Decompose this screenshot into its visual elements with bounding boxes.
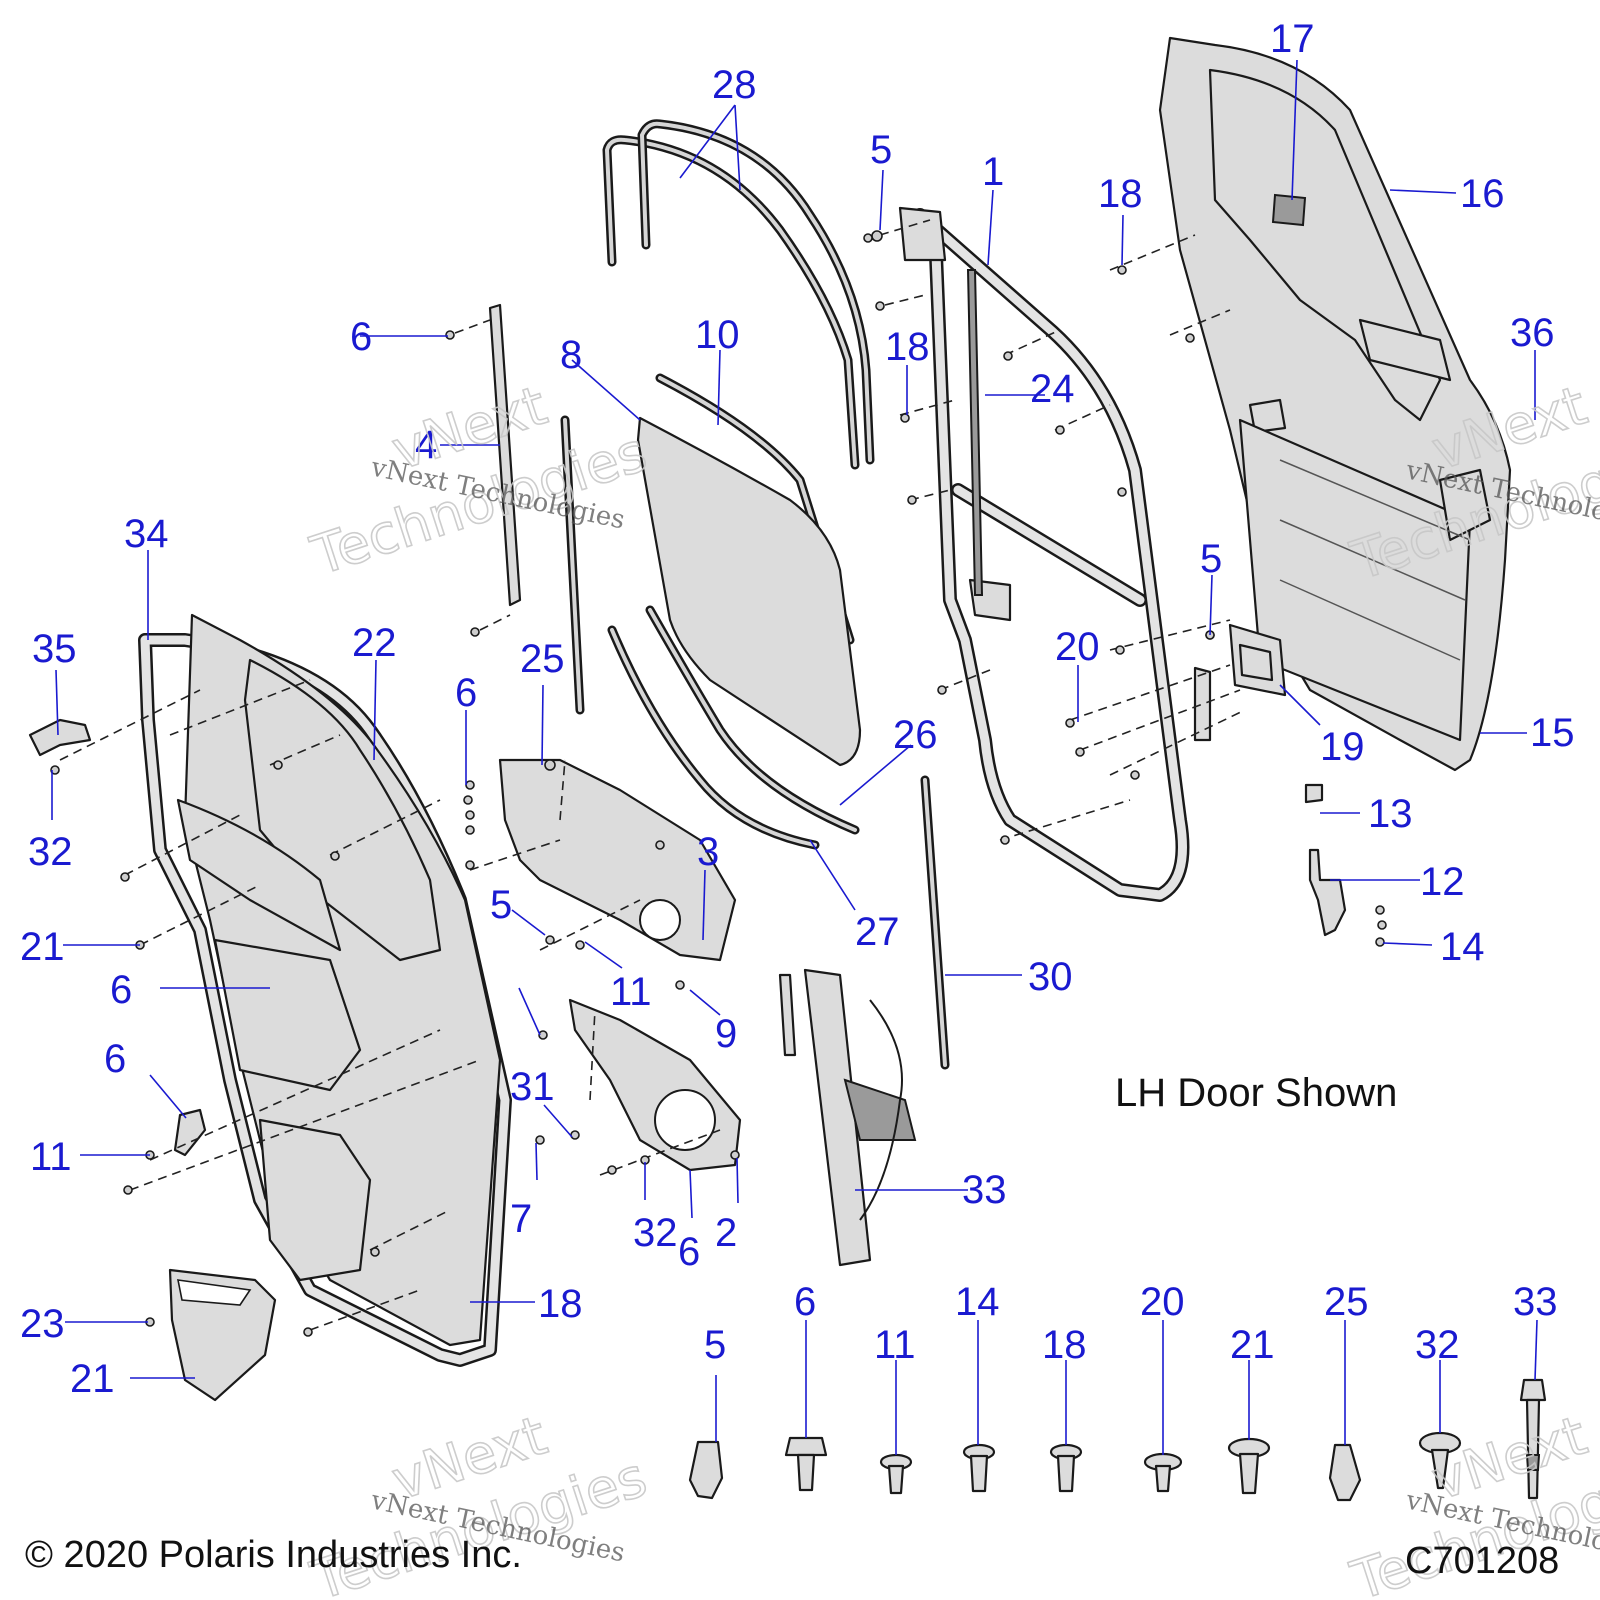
callout-6: 6 (350, 315, 372, 359)
rear-seal-strip (920, 775, 950, 1070)
legend-label-18: 18 (1042, 1323, 1087, 1367)
callout-4: 4 (415, 423, 437, 467)
scattered-fasteners (50, 230, 1215, 1337)
callout-10: 10 (695, 313, 740, 357)
callout-18: 2 (715, 1211, 737, 1255)
door-channel (488, 303, 585, 715)
callout-36: 36 (1510, 311, 1555, 355)
legend-label-20: 20 (1140, 1280, 1185, 1324)
callout-15: 15 (1530, 711, 1575, 755)
legend-label-14: 14 (955, 1280, 1000, 1324)
callout-19: 19 (1320, 725, 1365, 769)
callout-30: 6 (110, 968, 132, 1012)
legend-label-5: 5 (704, 1323, 726, 1367)
callout-5: 5 (490, 883, 512, 927)
legend-label-11: 11 (874, 1323, 916, 1367)
callout-22: 22 (352, 621, 397, 665)
callout-33: 11 (30, 1135, 72, 1179)
callout-5: 5 (1200, 537, 1222, 581)
fastener-legend-icons (688, 1378, 1547, 1502)
glass-run-channel (602, 119, 875, 470)
belt-strip (655, 373, 855, 645)
callout-24: 24 (1030, 367, 1075, 411)
callout-1: 1 (982, 150, 1004, 194)
callout-18: 18 (1098, 172, 1143, 216)
legend-label-25: 25 (1324, 1280, 1369, 1324)
callout-11: 31 (510, 1065, 555, 1109)
lower-glass-seals (607, 605, 860, 850)
callout-12: 12 (1420, 860, 1465, 904)
callout-32: 7 (510, 1197, 532, 1241)
callout-25: 25 (520, 637, 565, 681)
frame-rail (966, 269, 984, 596)
callout-2: 6 (678, 1230, 700, 1274)
lower-bracket (568, 998, 742, 1172)
callout-17: 17 (1270, 17, 1315, 61)
callout-31: 6 (104, 1037, 126, 1081)
latch-assembly (1193, 623, 1287, 742)
callout-14: 14 (1440, 925, 1485, 969)
callout-7: 33 (962, 1168, 1007, 1212)
callout-6: 32 (633, 1211, 678, 1255)
legend-label-21: 21 (1230, 1323, 1275, 1367)
leader-lines (51, 59, 1538, 1455)
callout-5: 5 (870, 128, 892, 172)
door-frame (898, 206, 1190, 902)
callout-9: 30 (1028, 955, 1073, 999)
callout-34: 34 (124, 512, 169, 556)
callout-3: 3 (697, 830, 719, 874)
legend-label-6: 6 (794, 1280, 816, 1324)
callout-6: 6 (455, 671, 477, 715)
fastener-legend-labels: 5 6 11 14 18 20 21 25 32 33 (704, 1280, 1558, 1367)
callout-27: 27 (855, 910, 900, 954)
legend-label-33: 33 (1513, 1280, 1558, 1324)
callout-6: 9 (715, 1012, 737, 1056)
figure-code: C701208 (1405, 1540, 1559, 1582)
callout-20: 20 (1055, 625, 1100, 669)
callout-26: 26 (893, 713, 938, 757)
handle-parts (28, 718, 277, 1402)
callout-16: 16 (1460, 172, 1505, 216)
striker-parts (1304, 783, 1387, 947)
callout-21: 21 (20, 925, 65, 969)
callout-29: 21 (70, 1357, 115, 1401)
view-note: LH Door Shown (1115, 1071, 1397, 1115)
inner-door-panel (138, 613, 512, 1367)
callout-13: 13 (1368, 792, 1413, 836)
callout-28: 28 (712, 63, 757, 107)
callout-23: 18 (538, 1282, 583, 1326)
callout-8: 8 (560, 333, 582, 377)
callout-11: 11 (610, 970, 652, 1014)
legend-label-32: 32 (1415, 1323, 1460, 1367)
door-outer-shell (1158, 36, 1512, 772)
callout-35: 35 (32, 627, 77, 671)
callout-21: 23 (20, 1302, 65, 1346)
window-regulator (778, 968, 917, 1267)
door-glass (636, 416, 862, 767)
callout-32: 32 (28, 830, 73, 874)
assembly-lines (59, 219, 1246, 1331)
copyright-text: © 2020 Polaris Industries Inc. (25, 1534, 522, 1576)
callout-18: 18 (885, 325, 930, 369)
callout-labels: 28 5 1 17 18 16 6 8 10 18 36 24 4 34 5 3… (20, 17, 1575, 1401)
